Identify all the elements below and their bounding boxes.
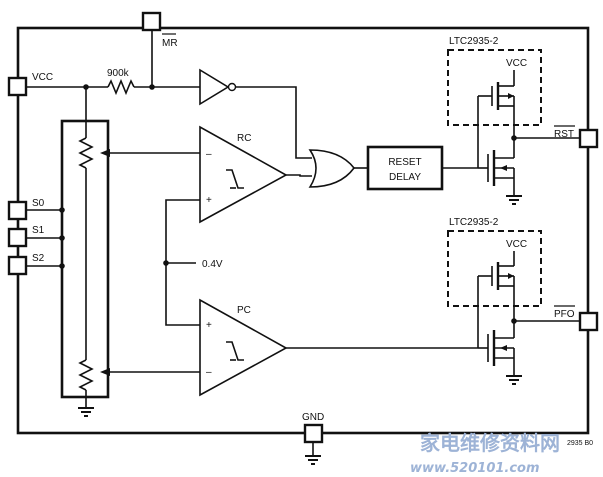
s0-label: S0 [32,198,45,209]
vcc-pin [7,76,28,97]
comparator-rc-hysteresis-icon [226,169,244,189]
vcc-rail [26,86,108,120]
rst-junction [511,135,517,141]
driver-bottom-vcc-label: VCC [506,239,527,250]
driver-bottom-ground-symbol [506,375,522,385]
s0-pin [7,200,28,221]
resistor-label: 900k [107,68,130,79]
resistor-ladder-box [60,119,110,399]
driver-bottom-pullup-arrow [508,273,514,279]
driver-top-ground-symbol [506,195,522,205]
gnd-ground-symbol [305,442,321,465]
pfo-label: PFO [554,309,575,320]
pc-tap-arrow [100,368,110,376]
reference-junction [163,260,169,266]
gnd-label: GND [302,412,324,423]
pfo-pin [578,311,599,332]
driver-top-label: LTC2935-2 [449,36,499,47]
comparator-rc-label: RC [237,133,251,144]
vcc-junction [83,84,89,90]
comparator-pc-hysteresis-icon [226,341,244,361]
comparator-rc-minus: – [206,149,212,160]
rst-pin [578,128,599,149]
comparator-rc [199,125,288,224]
driver-bottom-pulldown-arrow [500,345,507,351]
s0-junction [59,207,65,213]
inverter-bubble [227,82,237,92]
comparator-rc-plus: + [206,195,212,206]
s1-junction [59,235,65,241]
driver-top-pullup-fet [477,70,515,168]
driver-bottom-pullup-fet [477,251,515,348]
pullup-resistor [107,78,135,96]
s2-pin [7,255,28,276]
comparator-pc-plus: + [206,320,212,331]
inverter-output-net [236,86,312,159]
watermark-url: www.520101.com [410,461,540,476]
reference-label: 0.4V [202,259,223,270]
reset-delay-line1: RESET [388,157,421,168]
figure-code: 2935 B0 [567,440,593,447]
mr-label: MR [162,38,178,49]
driver-top-dashed-box [447,49,542,126]
driver-top-vcc-label: VCC [506,58,527,69]
rst-label: RST [554,129,574,140]
driver-top-pulldown-arrow [500,165,507,171]
s2-label: S2 [32,253,45,264]
rc-output-net [286,174,312,177]
comparator-pc [199,298,288,397]
driver-bottom-pulldown-fet [478,330,515,376]
pfo-junction [511,318,517,324]
comparator-pc-minus: – [206,367,212,378]
mr-pin [141,11,162,32]
gnd-pin [303,423,324,444]
ladder-potentiometer-bottom [78,359,94,391]
ladder-ground-symbol [78,407,94,417]
inverter [199,68,230,106]
vcc-label: VCC [32,72,53,83]
driver-top-pulldown-fet [478,150,515,196]
s1-label: S1 [32,225,45,236]
driver-bottom-label: LTC2935-2 [449,217,499,228]
select-lines [26,209,62,267]
watermark-chinese: 家电维修资料网 [420,431,560,455]
rc-tap-arrow [100,149,110,157]
mr-junction [149,84,155,90]
comparator-pc-label: PC [237,305,251,316]
driver-top-pullup-arrow [508,93,514,99]
reset-delay-line2: DELAY [389,172,421,183]
or-gate [308,149,356,188]
driver-bottom-dashed-box [447,230,542,307]
ladder-potentiometer-top [78,137,94,169]
s1-pin [7,227,28,248]
s2-junction [59,263,65,269]
